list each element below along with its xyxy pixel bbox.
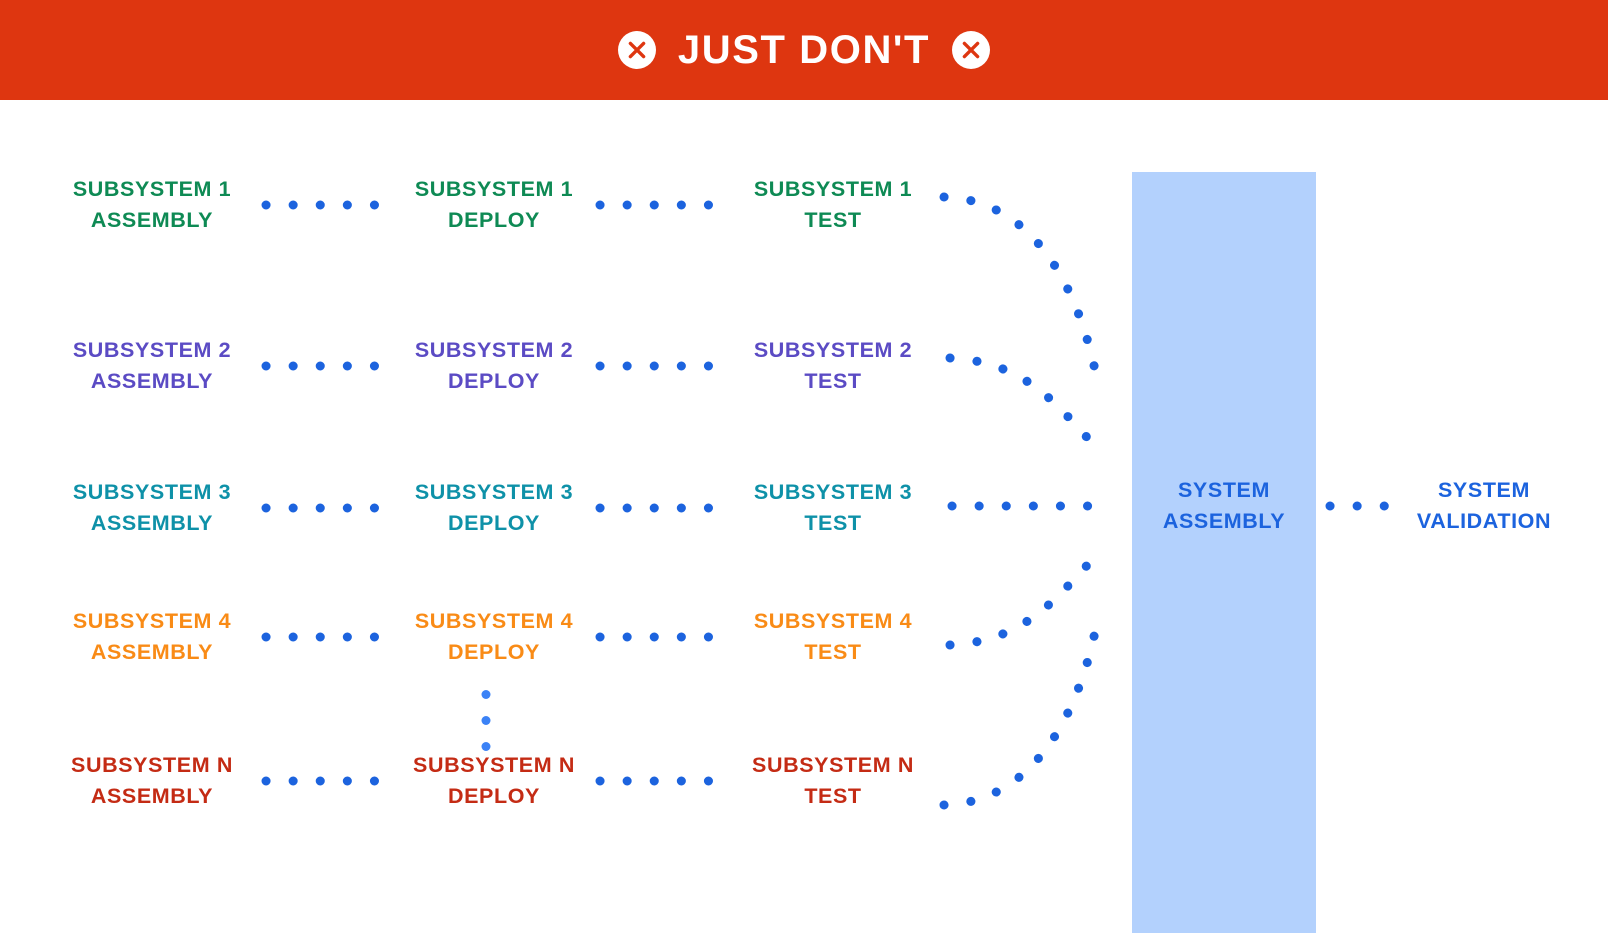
ellipsis-dot	[481, 716, 491, 725]
node-subsystem-1-deploy[interactable]: SUBSYSTEM 1 DEPLOY	[414, 176, 574, 232]
node-subsystem-1-test[interactable]: SUBSYSTEM 1 TEST	[753, 176, 913, 232]
x-circle-icon-right	[952, 31, 991, 69]
node-subsystem-n-assembly[interactable]: SUBSYSTEM N ASSEMBLY	[71, 752, 233, 808]
node-subsystem-3-deploy[interactable]: SUBSYSTEM 3 DEPLOY	[414, 479, 574, 535]
node-subsystem-2-assembly[interactable]: SUBSYSTEM 2 ASSEMBLY	[72, 337, 232, 393]
banner-title: JUST DON'T	[677, 28, 931, 72]
node-subsystem-3-assembly[interactable]: SUBSYSTEM 3 ASSEMBLY	[72, 479, 232, 535]
node-subsystem-3-test[interactable]: SUBSYSTEM 3 TEST	[753, 479, 913, 535]
node-subsystem-2-test[interactable]: SUBSYSTEM 2 TEST	[753, 337, 913, 393]
node-subsystem-n-deploy[interactable]: SUBSYSTEM N DEPLOY	[413, 752, 575, 808]
node-system-validation[interactable]: SYSTEM VALIDATION	[1416, 477, 1552, 533]
ellipsis-dot	[481, 690, 491, 699]
node-subsystem-4-deploy[interactable]: SUBSYSTEM 4 DEPLOY	[414, 608, 574, 664]
x-circle-icon-left	[617, 31, 656, 69]
system-assembly-bar	[1132, 172, 1316, 933]
node-subsystem-2-deploy[interactable]: SUBSYSTEM 2 DEPLOY	[414, 337, 574, 393]
node-subsystem-4-assembly[interactable]: SUBSYSTEM 4 ASSEMBLY	[72, 608, 232, 664]
node-subsystem-1-assembly[interactable]: SUBSYSTEM 1 ASSEMBLY	[72, 176, 232, 232]
node-system-assembly[interactable]: SYSTEM ASSEMBLY	[1162, 477, 1286, 533]
ellipsis-dot	[481, 742, 491, 751]
node-subsystem-4-test[interactable]: SUBSYSTEM 4 TEST	[753, 608, 913, 664]
pipeline-diagram: SUBSYSTEM 1 ASSEMBLY SUBSYSTEM 1 DEPLOY …	[0, 100, 1608, 933]
node-subsystem-n-test[interactable]: SUBSYSTEM N TEST	[752, 752, 914, 808]
vertical-ellipsis-icon	[481, 690, 491, 751]
banner: JUST DON'T	[0, 0, 1608, 100]
